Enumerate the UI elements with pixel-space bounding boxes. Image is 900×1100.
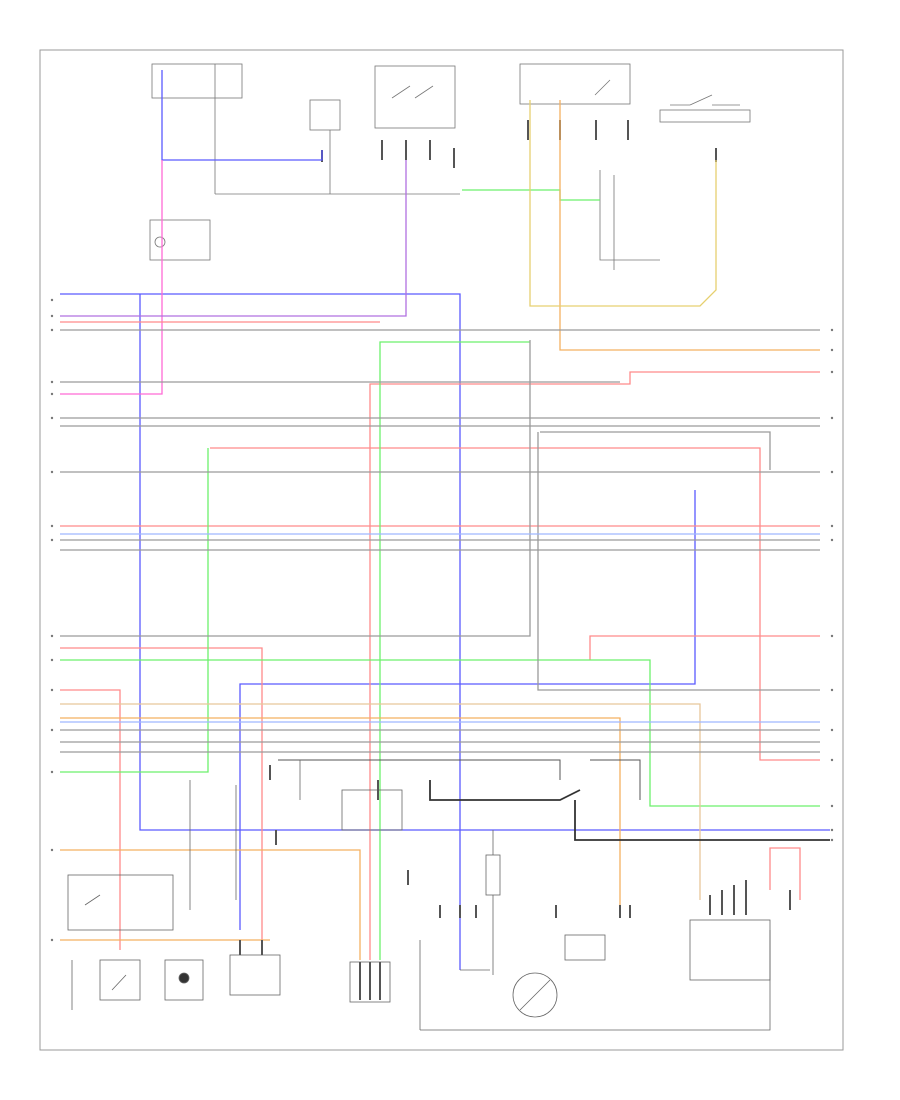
switch-icon: [99, 959, 141, 1001]
wire-gray-8: [60, 340, 531, 637]
wire-black-2: [574, 800, 830, 841]
wire-gray-13: [540, 431, 771, 470]
main-relay-box: [309, 99, 341, 131]
wire-tan-1: [60, 703, 701, 900]
meter-assembly-box: [519, 63, 631, 105]
ignition-switch-box: [374, 65, 456, 129]
wires: [60, 70, 830, 970]
top-components: [149, 63, 751, 270]
wire-red-3: [210, 447, 820, 761]
wire-violet: [60, 160, 407, 317]
wire-orange: [559, 100, 820, 351]
relay-bottom-left: [67, 874, 174, 931]
switch-assembly-box: [659, 109, 751, 123]
bottom-connector-pins: [239, 765, 791, 955]
wire-orange-2: [60, 717, 621, 910]
wire-tan-2: [60, 849, 361, 960]
top-connector-pins: [321, 120, 717, 168]
wire-green-3: [60, 448, 209, 773]
solenoid-icon: [164, 959, 204, 1001]
bottom-components: [67, 760, 771, 1031]
wire-red-5: [60, 647, 263, 940]
wire-black-1: [429, 780, 581, 801]
control-module-box: [689, 919, 771, 981]
relay-box: [151, 63, 243, 99]
fusible-link-icon: [154, 236, 166, 248]
wire-green-1: [462, 189, 600, 201]
sensor-icon: [512, 972, 558, 1018]
wire-green-2: [379, 341, 530, 960]
wire-green-4: [60, 659, 820, 807]
wire-red-6: [60, 689, 121, 950]
wire-black-4: [590, 759, 641, 800]
wire-blue-main: [161, 70, 323, 161]
resistor-icon: [485, 854, 501, 896]
wire-black-3: [278, 759, 561, 780]
wire-red-2: [369, 371, 820, 960]
connector-icon: [229, 954, 281, 996]
wire-gray-9: [537, 432, 820, 691]
sensor-box-mid: [341, 789, 403, 831]
relay-coil-icon: [564, 934, 606, 961]
edge-pin-markers: [50, 298, 834, 942]
diagram-frame: [39, 49, 844, 1051]
wire-red-8: [769, 847, 801, 900]
wire-yellow-1: [529, 100, 717, 307]
wire-blue-left: [139, 294, 830, 831]
fusible-link-box: [149, 219, 211, 261]
wire-pink: [60, 160, 163, 395]
wire-blue-right: [239, 490, 696, 930]
wire-red-7: [589, 635, 820, 660]
wire-blue-bus: [60, 293, 461, 970]
